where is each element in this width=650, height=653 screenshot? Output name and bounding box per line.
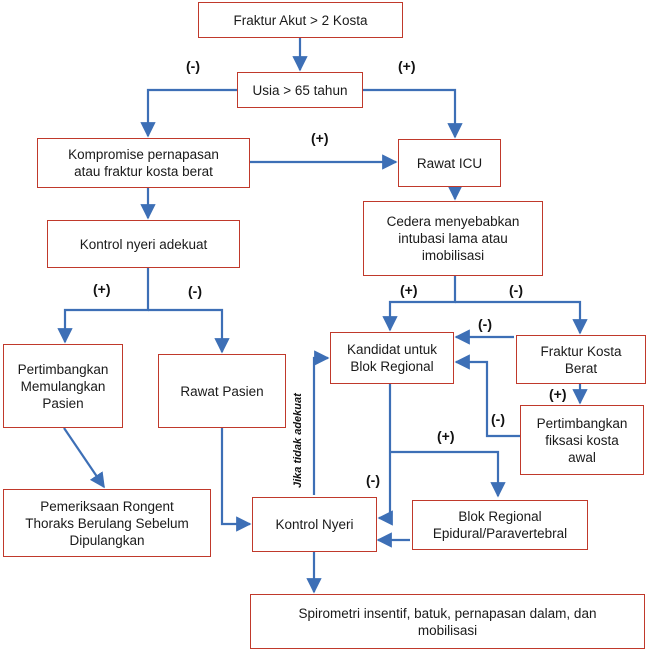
arrow-kandidat-kontrolnyeri <box>377 384 393 526</box>
label-pos-kompromise-icu: (+) <box>311 130 329 146</box>
label-neg-usia: (-) <box>186 58 200 74</box>
node-usia: Usia > 65 tahun <box>237 72 363 108</box>
node-kontrol-nyeri: Kontrol Nyeri <box>252 497 377 552</box>
node-pertimbangkan-pulang: Pertimbangkan Memulangkan Pasien <box>3 344 123 428</box>
node-kontrol-nyeri-adekuat: Kontrol nyeri adekuat <box>47 220 240 268</box>
arrow-usia-kompromise <box>140 88 237 138</box>
node-kandidat: Kandidat untuk Blok Regional <box>330 332 454 384</box>
label-pos-usia: (+) <box>398 58 416 74</box>
label-neg-cedera: (-) <box>509 282 523 298</box>
node-rawat-icu: Rawat ICU <box>398 139 501 187</box>
node-blok-regional: Blok Regional Epidural/Paravertebral <box>412 500 588 550</box>
label-pos-cedera: (+) <box>400 282 418 298</box>
node-fraktur-akut: Fraktur Akut > 2 Kosta <box>198 2 403 38</box>
arrow-fiksasi-kandidat <box>454 354 520 438</box>
node-pertimbangkan-fiksasi: Pertimbangkan fiksasi kosta awal <box>520 405 644 475</box>
arrow-cedera-kandidat <box>382 276 457 332</box>
arrow-cedera-fraktur <box>455 300 588 335</box>
arrow-usia-icu <box>363 88 463 139</box>
arrow-kontrol-rawat <box>148 308 230 354</box>
node-fraktur-kosta-berat: Fraktur Kosta Berat <box>516 335 646 384</box>
arrow-rawat-kontrolnyeri <box>220 428 252 532</box>
label-jika-tidak-adekuat: Jika tidak adekuat <box>292 393 304 488</box>
label-neg-fraktur: (-) <box>478 316 492 332</box>
label-neg-kontrol: (-) <box>188 283 202 299</box>
label-pos-fiksasi: (+) <box>549 386 567 402</box>
arrow-kontrolnyeri-kandidat <box>312 350 330 495</box>
node-kompromise: Kompromise pernapasan atau fraktur kosta… <box>37 138 250 188</box>
node-spirometri: Spirometri insentif, batuk, pernapasan d… <box>250 594 645 649</box>
label-pos-kontrol: (+) <box>93 281 111 297</box>
arrow-kontrol-split <box>57 268 150 344</box>
node-pemeriksaan: Pemeriksaan Rongent Thoraks Berulang Seb… <box>3 489 211 557</box>
arrow-kandidat-blok <box>390 450 506 498</box>
label-pos-blok: (+) <box>437 428 455 444</box>
node-rawat-pasien: Rawat Pasien <box>158 354 286 428</box>
label-neg-kontrolnyeri: (-) <box>366 472 380 488</box>
label-neg-fiksasi: (-) <box>491 411 505 427</box>
node-cedera: Cedera menyebabkan intubasi lama atau im… <box>363 201 543 276</box>
arrow-pulang-pemeriksaan <box>63 427 105 489</box>
